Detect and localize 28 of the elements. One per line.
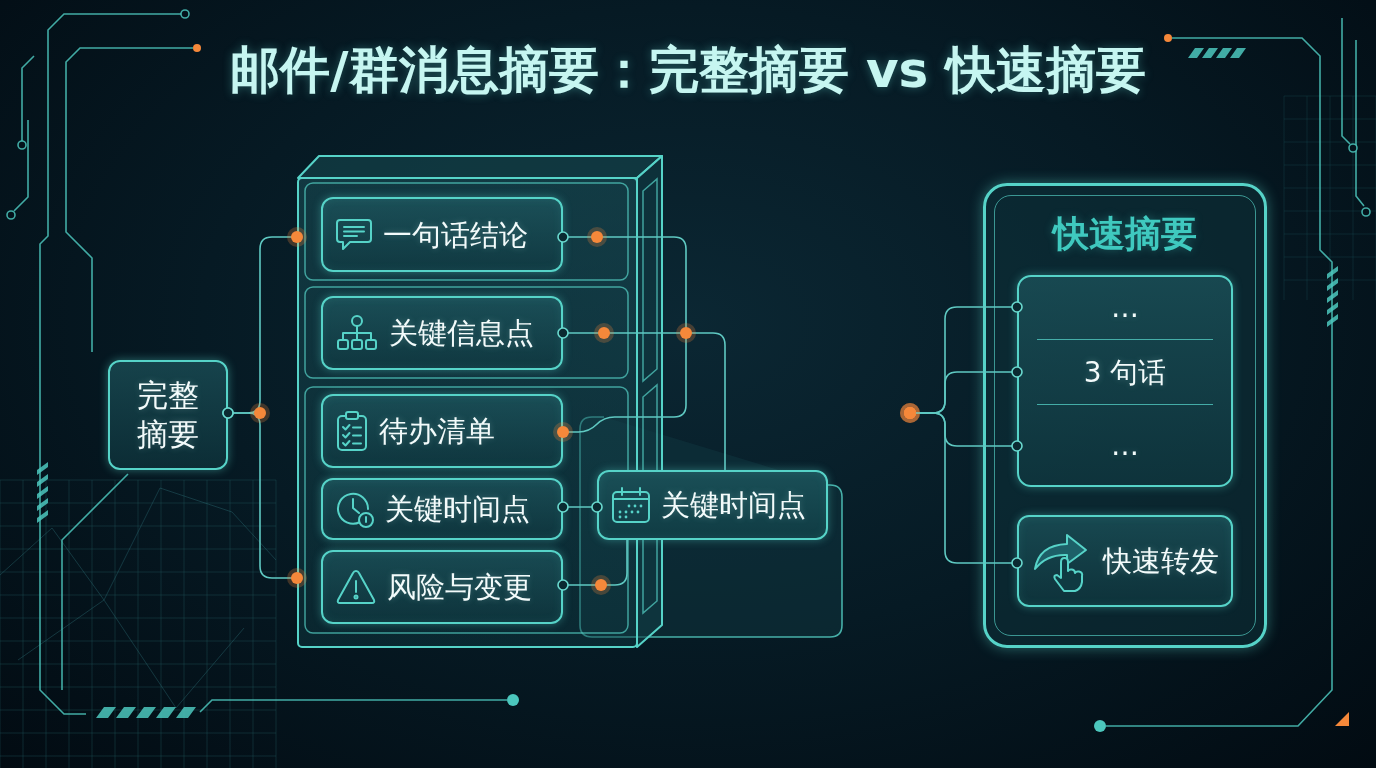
label-text: 完整摘要	[136, 376, 200, 454]
row-text: 3 句话	[1083, 355, 1167, 390]
item-box	[321, 296, 563, 370]
item-label: 关键时间点	[661, 487, 806, 523]
item-box	[321, 197, 563, 272]
item-label: 关键时间点	[385, 491, 530, 527]
item-label: 待办清单	[379, 413, 495, 449]
list-box	[1017, 275, 1233, 487]
item-label: 一句话结论	[383, 217, 528, 252]
summary-box	[108, 360, 228, 470]
connector	[557, 539, 628, 591]
callout-box	[597, 470, 828, 540]
item-label: 快速转发	[1103, 543, 1219, 579]
action-box	[1017, 515, 1233, 607]
connector	[222, 407, 307, 588]
item-label: 风险与变更	[387, 569, 532, 605]
item-box	[321, 394, 563, 468]
item-label: 关键信息点	[389, 315, 534, 351]
panel-title: 快速摘要	[1053, 212, 1197, 256]
item-box	[321, 550, 563, 624]
row-text: …	[1111, 429, 1139, 463]
connector	[553, 231, 687, 442]
title: 邮件/群消息摘要：完整摘要 vs 快速摘要	[230, 40, 1146, 100]
item-box	[321, 478, 563, 540]
row-text: …	[1111, 290, 1139, 325]
connector	[557, 501, 603, 513]
connector	[900, 403, 1023, 569]
connector	[557, 327, 726, 471]
